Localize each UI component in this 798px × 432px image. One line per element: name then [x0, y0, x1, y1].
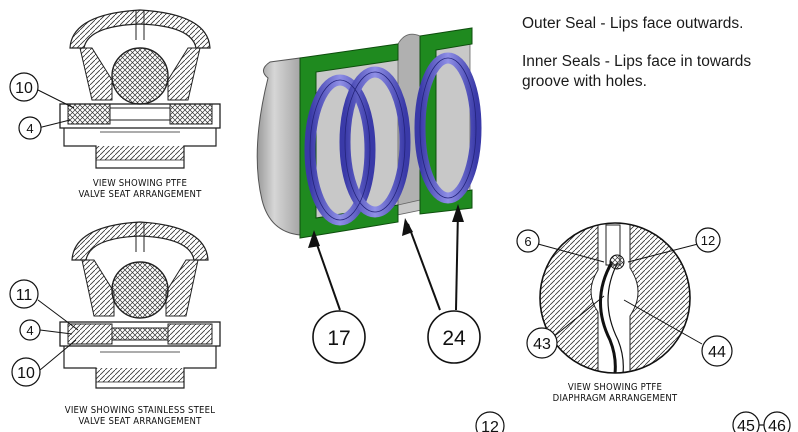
callout-diaphragm-a: 6: [516, 229, 540, 253]
callout-diaphragm-d: 44: [701, 335, 733, 367]
callout-bottom-b: 4: [19, 319, 41, 341]
steel-valve-seat-drawing: [37, 221, 221, 389]
steel-seat-caption-line1: VIEW SHOWING STAINLESS STEEL: [64, 405, 216, 416]
callout-diaphragm-d-label: 44: [708, 344, 726, 361]
callout-footer-b-label: 45: [737, 418, 755, 432]
diaphragm-caption: VIEW SHOWING PTFE DIAPHRAGM ARRANGEMENT: [545, 382, 685, 404]
callout-diaphragm-b-label: 12: [701, 233, 715, 248]
callout-footer-a: 12: [475, 411, 505, 432]
outer-seal-case: [299, 43, 399, 239]
callout-footer-c: 46: [763, 411, 791, 432]
diaphragm-detail-drawing: [537, 222, 703, 374]
seal-assembly-illustration: [256, 27, 482, 311]
diaphragm-caption-line1: VIEW SHOWING PTFE: [567, 382, 663, 393]
callout-footer-b: 45: [732, 411, 760, 432]
inner-seals-note-line1: Inner Seals - Lips face in towards: [522, 53, 752, 70]
steel-seat-caption: VIEW SHOWING STAINLESS STEEL VALVE SEAT …: [40, 405, 240, 427]
outer-seal-note: Outer Seal - Lips face outwards.: [522, 15, 744, 32]
callout-top-b: 4: [18, 116, 42, 140]
callout-bottom-a-label: 11: [16, 287, 33, 304]
ptfe-seat-caption-line2: VALVE SEAT ARRANGEMENT: [78, 189, 202, 200]
steel-seat-caption-line2: VALVE SEAT ARRANGEMENT: [78, 416, 202, 427]
callout-diaphragm-b: 12: [695, 227, 721, 253]
callout-diaphragm-c-label: 43: [533, 336, 551, 353]
callout-bottom-b-label: 4: [26, 323, 33, 338]
callout-bottom-a: 11: [9, 279, 39, 309]
inner-seals-note-line2: groove with holes.: [522, 73, 647, 90]
callout-top-b-label: 4: [26, 121, 33, 136]
callout-footer-a-label: 12: [481, 419, 499, 432]
ptfe-valve-seat-drawing: [37, 9, 221, 169]
ptfe-seat-caption: VIEW SHOWING PTFE VALVE SEAT ARRANGEMENT: [60, 178, 220, 200]
callout-seal-a-label: 17: [327, 327, 350, 350]
callout-seal-b: 24: [427, 310, 481, 364]
callout-diaphragm-c: 43: [526, 327, 558, 359]
callout-seal-b-label: 24: [442, 327, 466, 350]
callout-bottom-c: 10: [11, 357, 41, 387]
spring-coils: [304, 52, 482, 226]
ptfe-seat-caption-line1: VIEW SHOWING PTFE: [92, 178, 188, 189]
callout-top-a: 10: [9, 72, 39, 102]
diaphragm-caption-line2: DIAPHRAGM ARRANGEMENT: [552, 393, 678, 404]
callout-top-a-label: 10: [15, 80, 33, 97]
callout-bottom-c-label: 10: [17, 365, 35, 382]
callout-footer-c-label: 46: [768, 418, 786, 432]
callout-seal-a: 17: [312, 310, 366, 364]
callout-diaphragm-a-label: 6: [524, 234, 531, 249]
